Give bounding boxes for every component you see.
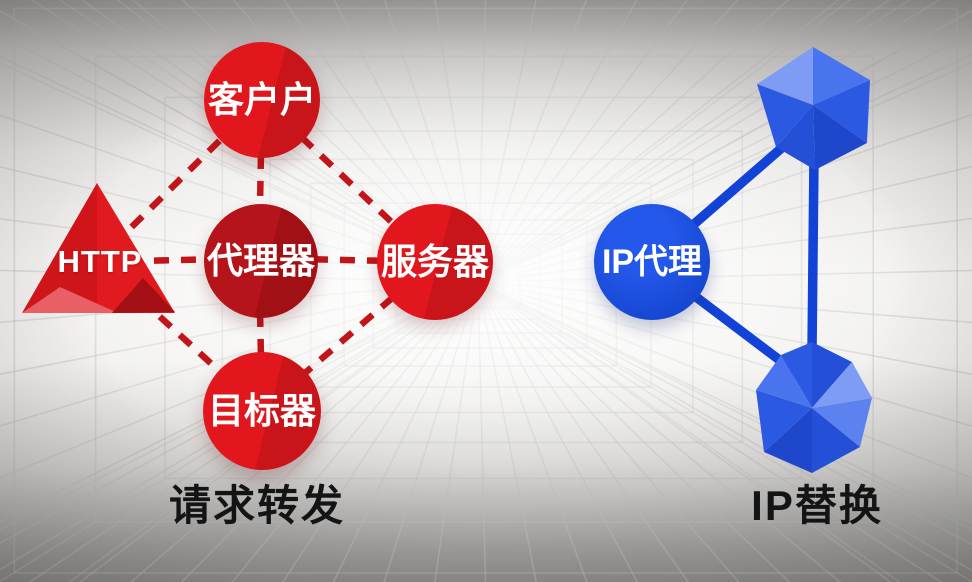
gem-top-facet-br [813, 105, 867, 170]
node-client-label: 客户户 [207, 79, 316, 120]
gem-bottom-facet-br [812, 408, 860, 473]
node-target: 目标器 [203, 352, 321, 470]
caption-ip-replacement: IP替换 [751, 481, 883, 529]
http-pyramid-label: HTTP [57, 244, 143, 279]
gem-bottom-facet-tl [756, 355, 812, 408]
node-ip-proxy: IP代理 [594, 204, 710, 320]
gem-top-facet-ur [813, 47, 870, 105]
gem-bottom-facet-ul [781, 342, 812, 408]
node-target-label: 目标器 [207, 390, 316, 431]
pyramid-left-face [22, 183, 97, 313]
gem-top-facet-bl [776, 105, 815, 170]
gem-bottom-icon [756, 342, 872, 473]
gem-top-facet-l [757, 84, 813, 147]
node-proxy-label: 代理器 [206, 240, 315, 281]
gem-bottom-facet-r [812, 398, 872, 447]
node-server: 服务器 [377, 204, 493, 320]
node-server-label: 服务器 [380, 241, 489, 282]
gem-bottom-facet-l [756, 390, 812, 452]
node-ip-proxy-label: IP代理 [601, 243, 703, 281]
caption-request-forwarding: 请求转发 [168, 481, 345, 529]
gem-top-facet-ul [757, 47, 813, 105]
gem-bottom-facet-ur [812, 362, 872, 408]
gem-top-icon [757, 47, 870, 170]
node-proxy: 代理器 [204, 204, 318, 318]
pyramid-right-face [97, 183, 175, 313]
gem-top-facet-r [813, 80, 870, 143]
node-client: 客户户 [204, 42, 320, 158]
gem-bottom-facet-t [812, 342, 852, 408]
gem-bottom-facet-b [764, 408, 812, 473]
http-pyramid-icon [22, 183, 175, 313]
edge-gemtop-gembottom [807, 157, 819, 353]
pyramid-dark-facet [112, 278, 175, 313]
pyramid-light-facet [22, 287, 118, 313]
